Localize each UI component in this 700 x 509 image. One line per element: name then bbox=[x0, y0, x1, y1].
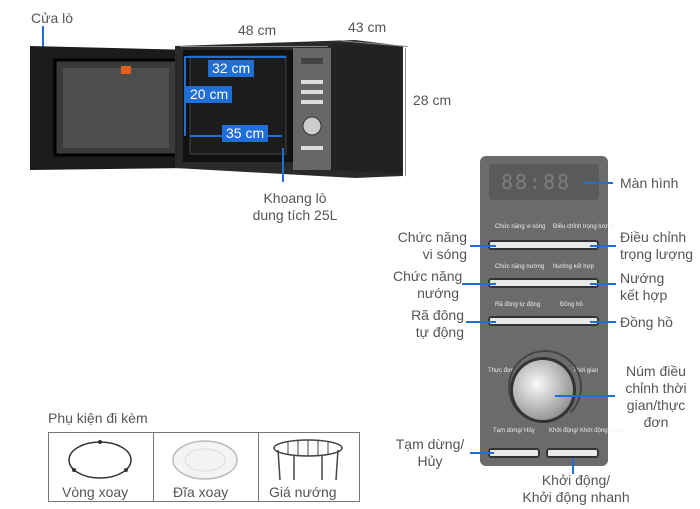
small-b2-right: Nướng kết hợp bbox=[553, 264, 594, 270]
cavity-label: Khoang lò dung tích 25L bbox=[252, 190, 338, 223]
inner-width-line bbox=[186, 56, 286, 58]
accessory-label-ring: Vòng xoay bbox=[62, 484, 129, 500]
accessory-cell-rack bbox=[258, 432, 360, 502]
line-microwave bbox=[470, 245, 496, 247]
line-start bbox=[572, 458, 574, 474]
small-b2-left: Chức năng nướng bbox=[495, 264, 545, 270]
height-label: 28 cm bbox=[413, 92, 452, 108]
small-knob-left: Thực đơn bbox=[488, 368, 515, 374]
label-weight: Điều chỉnh trọng lượng bbox=[620, 229, 694, 262]
small-b4-right: Khởi động/ Khởi động nhanh bbox=[549, 428, 626, 434]
display-screen: 88:88 bbox=[489, 164, 599, 200]
small-b1-right: Điều chỉnh trọng lượng bbox=[553, 224, 615, 230]
control-knob[interactable] bbox=[513, 360, 573, 420]
width-label: 48 cm bbox=[238, 22, 277, 38]
line-weight bbox=[590, 245, 616, 247]
microwave-button[interactable] bbox=[488, 240, 599, 250]
label-grill: Chức năng nướng bbox=[393, 268, 463, 301]
line-knob bbox=[555, 395, 615, 397]
inner-height-line bbox=[184, 56, 186, 136]
line-screen bbox=[583, 182, 613, 184]
oven-control-strip bbox=[293, 48, 331, 170]
label-combo: Nướng kết hợp bbox=[620, 270, 668, 303]
display-digits: 88:88 bbox=[501, 170, 572, 194]
start-button[interactable] bbox=[546, 448, 599, 458]
label-defrost: Rã đông tự động bbox=[411, 307, 464, 340]
inner-height-label: 20 cm bbox=[186, 86, 233, 103]
accessory-label-rack: Giá nướng bbox=[269, 484, 337, 500]
pause-button[interactable] bbox=[488, 448, 540, 458]
grill-button[interactable] bbox=[488, 278, 599, 288]
grill-rack-icon bbox=[273, 439, 343, 481]
label-microwave: Chức năng vi sóng bbox=[397, 229, 467, 262]
inner-width-label: 32 cm bbox=[208, 60, 255, 77]
small-b3-left: Rã đông tự động bbox=[495, 302, 541, 308]
line-combo bbox=[590, 283, 616, 285]
line-clock bbox=[590, 321, 616, 323]
cavity-pointer bbox=[282, 148, 284, 182]
line-defrost bbox=[466, 321, 496, 323]
small-b4-left: Tạm dừng/ Hủy bbox=[493, 428, 535, 434]
depth-label: 43 cm bbox=[348, 19, 387, 35]
label-screen: Màn hình bbox=[620, 175, 679, 191]
small-knob-right: Thời gian bbox=[573, 368, 599, 374]
oven-knob bbox=[302, 116, 322, 136]
door-pointer bbox=[42, 26, 44, 48]
accessory-label-plate: Đĩa xoay bbox=[173, 484, 229, 500]
turntable-plate-icon bbox=[172, 440, 238, 480]
line-grill bbox=[462, 283, 496, 285]
label-clock: Đồng hồ bbox=[620, 314, 673, 330]
defrost-button[interactable] bbox=[488, 316, 599, 326]
width-dim-line bbox=[180, 46, 328, 47]
knob-arc bbox=[508, 350, 582, 424]
door-label: Cửa lò bbox=[31, 10, 74, 26]
turntable-ring-icon bbox=[68, 440, 132, 479]
inner-depth-label: 35 cm bbox=[222, 125, 269, 142]
small-b3-right: Đồng hồ bbox=[560, 302, 583, 308]
accessories-title: Phụ kiện đi kèm bbox=[48, 410, 148, 426]
label-start: Khởi động/ Khởi động nhanh bbox=[522, 472, 630, 505]
small-b1-left: Chức năng vi sóng bbox=[495, 224, 546, 230]
label-knob: Núm điều chỉnh thời gian/thực đơn bbox=[625, 363, 687, 430]
line-pause bbox=[470, 452, 494, 454]
height-dim-line bbox=[405, 48, 406, 176]
label-pause: Tạm dừng/ Hủy bbox=[395, 436, 465, 469]
